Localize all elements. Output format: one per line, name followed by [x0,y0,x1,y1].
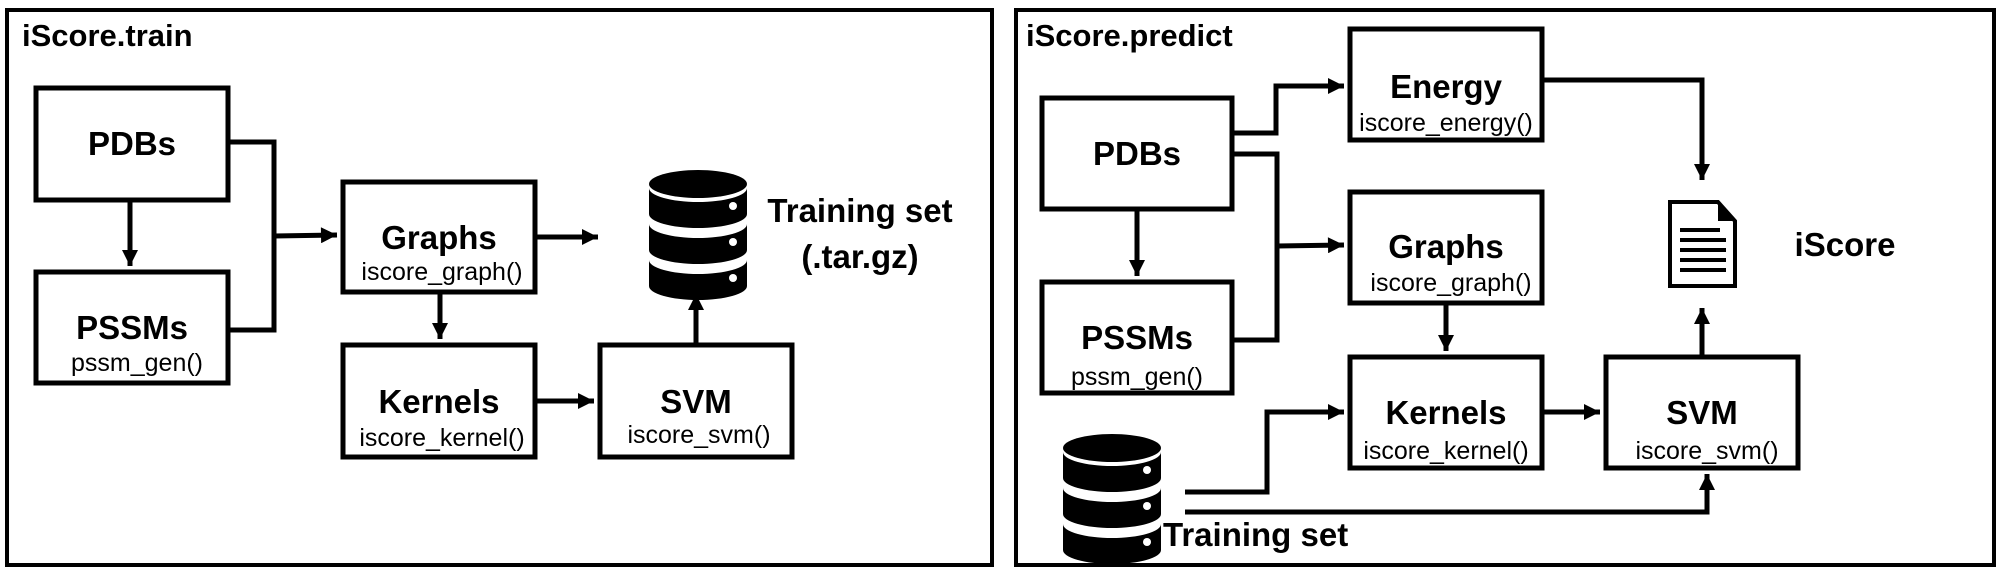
predict-pdbs-label: PDBs [1093,135,1181,172]
predict-svm-box: SVM iscore_svm() [1603,354,1801,471]
predict-connectors [1129,77,1715,515]
train-panel-title: iScore.train [22,18,193,53]
predict-kernels-label: Kernels [1385,394,1506,431]
train-graphs-func: iscore_graph() [361,258,522,286]
train-svm-box: SVM iscore_svm() [597,342,795,460]
train-kernels-label: Kernels [378,383,499,420]
train-pssms-func: pssm_gen() [71,349,203,377]
train-output-label-line1: Training set [767,192,952,229]
train-pdbs-box: PDBs [33,85,231,203]
predict-training-set-label: Training set [1163,516,1348,553]
predict-energy-label: Energy [1390,68,1503,105]
train-kernels-box: Kernels iscore_kernel() [340,342,538,460]
train-svm-func: iscore_svm() [627,421,770,449]
train-pssms-box: PSSMs pssm_gen() [33,269,231,386]
train-panel-frame [5,8,994,567]
train-graphs-box: Graphs iscore_graph() [340,179,538,295]
predict-svm-func: iscore_svm() [1635,437,1778,465]
train-pdbs-label: PDBs [88,125,176,162]
train-svm-label: SVM [660,383,732,420]
train-graphs-label: Graphs [381,219,497,256]
predict-pssms-func: pssm_gen() [1071,363,1203,391]
predict-kernels-box: Kernels iscore_kernel() [1347,354,1545,471]
predict-result-label: iScore [1795,226,1896,263]
train-panel: iScore.train PDBs PSSMs pssm_gen() Graph… [5,8,994,567]
predict-pssms-box: PSSMs pssm_gen() [1039,279,1235,396]
predict-energy-box: Energy iscore_energy() [1347,26,1545,143]
predict-kernels-func: iscore_kernel() [1363,437,1528,465]
train-connectors [122,139,704,409]
predict-panel: iScore.predict Energy iscore_energy() PD… [1014,8,1996,567]
database-icon [649,170,747,300]
predict-panel-title: iScore.predict [1026,18,1233,53]
predict-svm-label: SVM [1666,394,1738,431]
train-pssms-label: PSSMs [76,309,188,346]
database-icon [1063,434,1161,564]
predict-energy-func: iscore_energy() [1359,109,1533,137]
train-output-label-line2: (.tar.gz) [801,238,918,275]
document-icon [1668,200,1737,288]
predict-graphs-box: Graphs iscore_graph() [1347,189,1545,306]
train-kernels-func: iscore_kernel() [359,424,524,452]
predict-pssms-label: PSSMs [1081,319,1193,356]
predict-graphs-label: Graphs [1388,228,1504,265]
predict-pdbs-box: PDBs [1039,95,1235,212]
predict-panel-frame [1014,8,1996,567]
predict-graphs-func: iscore_graph() [1370,269,1531,297]
